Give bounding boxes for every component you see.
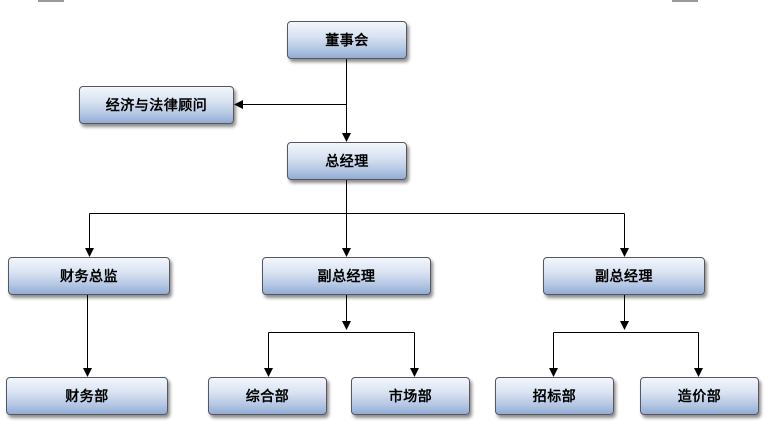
deputy-gm-box-2: 副总经理 xyxy=(543,257,705,295)
market-dept-box: 市场部 xyxy=(351,377,470,415)
cost-dept-box: 造价部 xyxy=(640,377,759,415)
bidding-dept-box: 招标部 xyxy=(495,377,614,415)
finance-dept-box: 财务部 xyxy=(6,377,168,415)
board-box: 董事会 xyxy=(287,21,407,59)
top-edge-mark-right xyxy=(672,0,698,2)
advisor-box: 经济与法律顾问 xyxy=(79,86,234,124)
general-dept-box: 综合部 xyxy=(208,377,327,415)
cfo-box: 财务总监 xyxy=(8,257,170,295)
deputy-gm-box-1: 副总经理 xyxy=(262,257,431,295)
general-manager-box: 总经理 xyxy=(287,142,407,180)
top-edge-mark-left xyxy=(38,0,64,2)
